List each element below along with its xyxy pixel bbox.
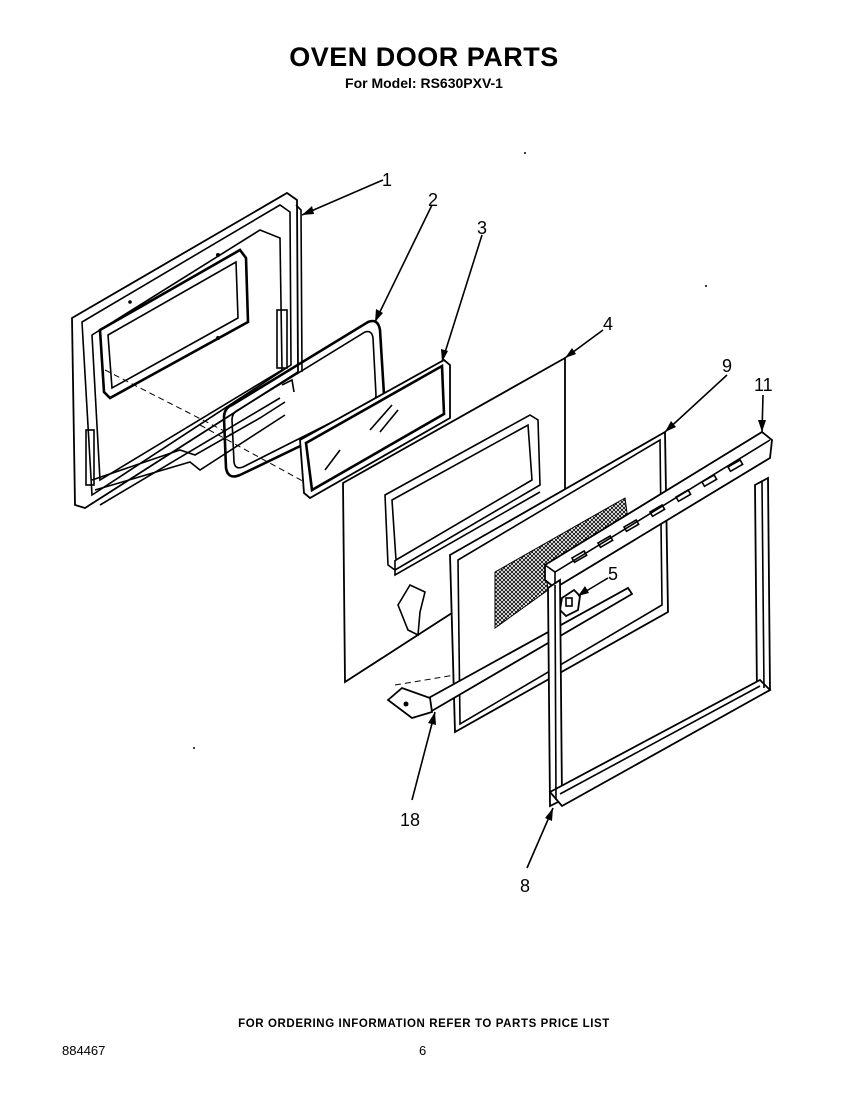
document-number: 884467 xyxy=(62,1043,106,1058)
model-subtitle: For Model: RS630PXV-1 xyxy=(345,75,503,91)
callout-1: 1 xyxy=(382,170,392,190)
page-number: 6 xyxy=(419,1043,427,1058)
callout-11: 11 xyxy=(754,375,773,395)
callout-5: 5 xyxy=(608,564,618,584)
callout-2: 2 xyxy=(428,190,438,210)
callout-3: 3 xyxy=(477,218,487,238)
callout-labels: 1 2 3 4 9 11 5 18 8 xyxy=(382,170,773,896)
callout-18: 18 xyxy=(400,810,420,830)
callout-4: 4 xyxy=(603,314,613,334)
ordering-info-footer: FOR ORDERING INFORMATION REFER TO PARTS … xyxy=(238,1018,610,1030)
part-1-inner-door-panel xyxy=(71,191,303,509)
scan-specks xyxy=(193,152,707,749)
callout-9: 9 xyxy=(722,356,732,376)
leader-lines xyxy=(301,179,766,869)
page-title: OVEN DOOR PARTS xyxy=(289,42,559,72)
callout-8: 8 xyxy=(520,876,530,896)
part-8-outer-frame xyxy=(547,476,772,808)
part-3-glass-panel xyxy=(299,358,451,500)
